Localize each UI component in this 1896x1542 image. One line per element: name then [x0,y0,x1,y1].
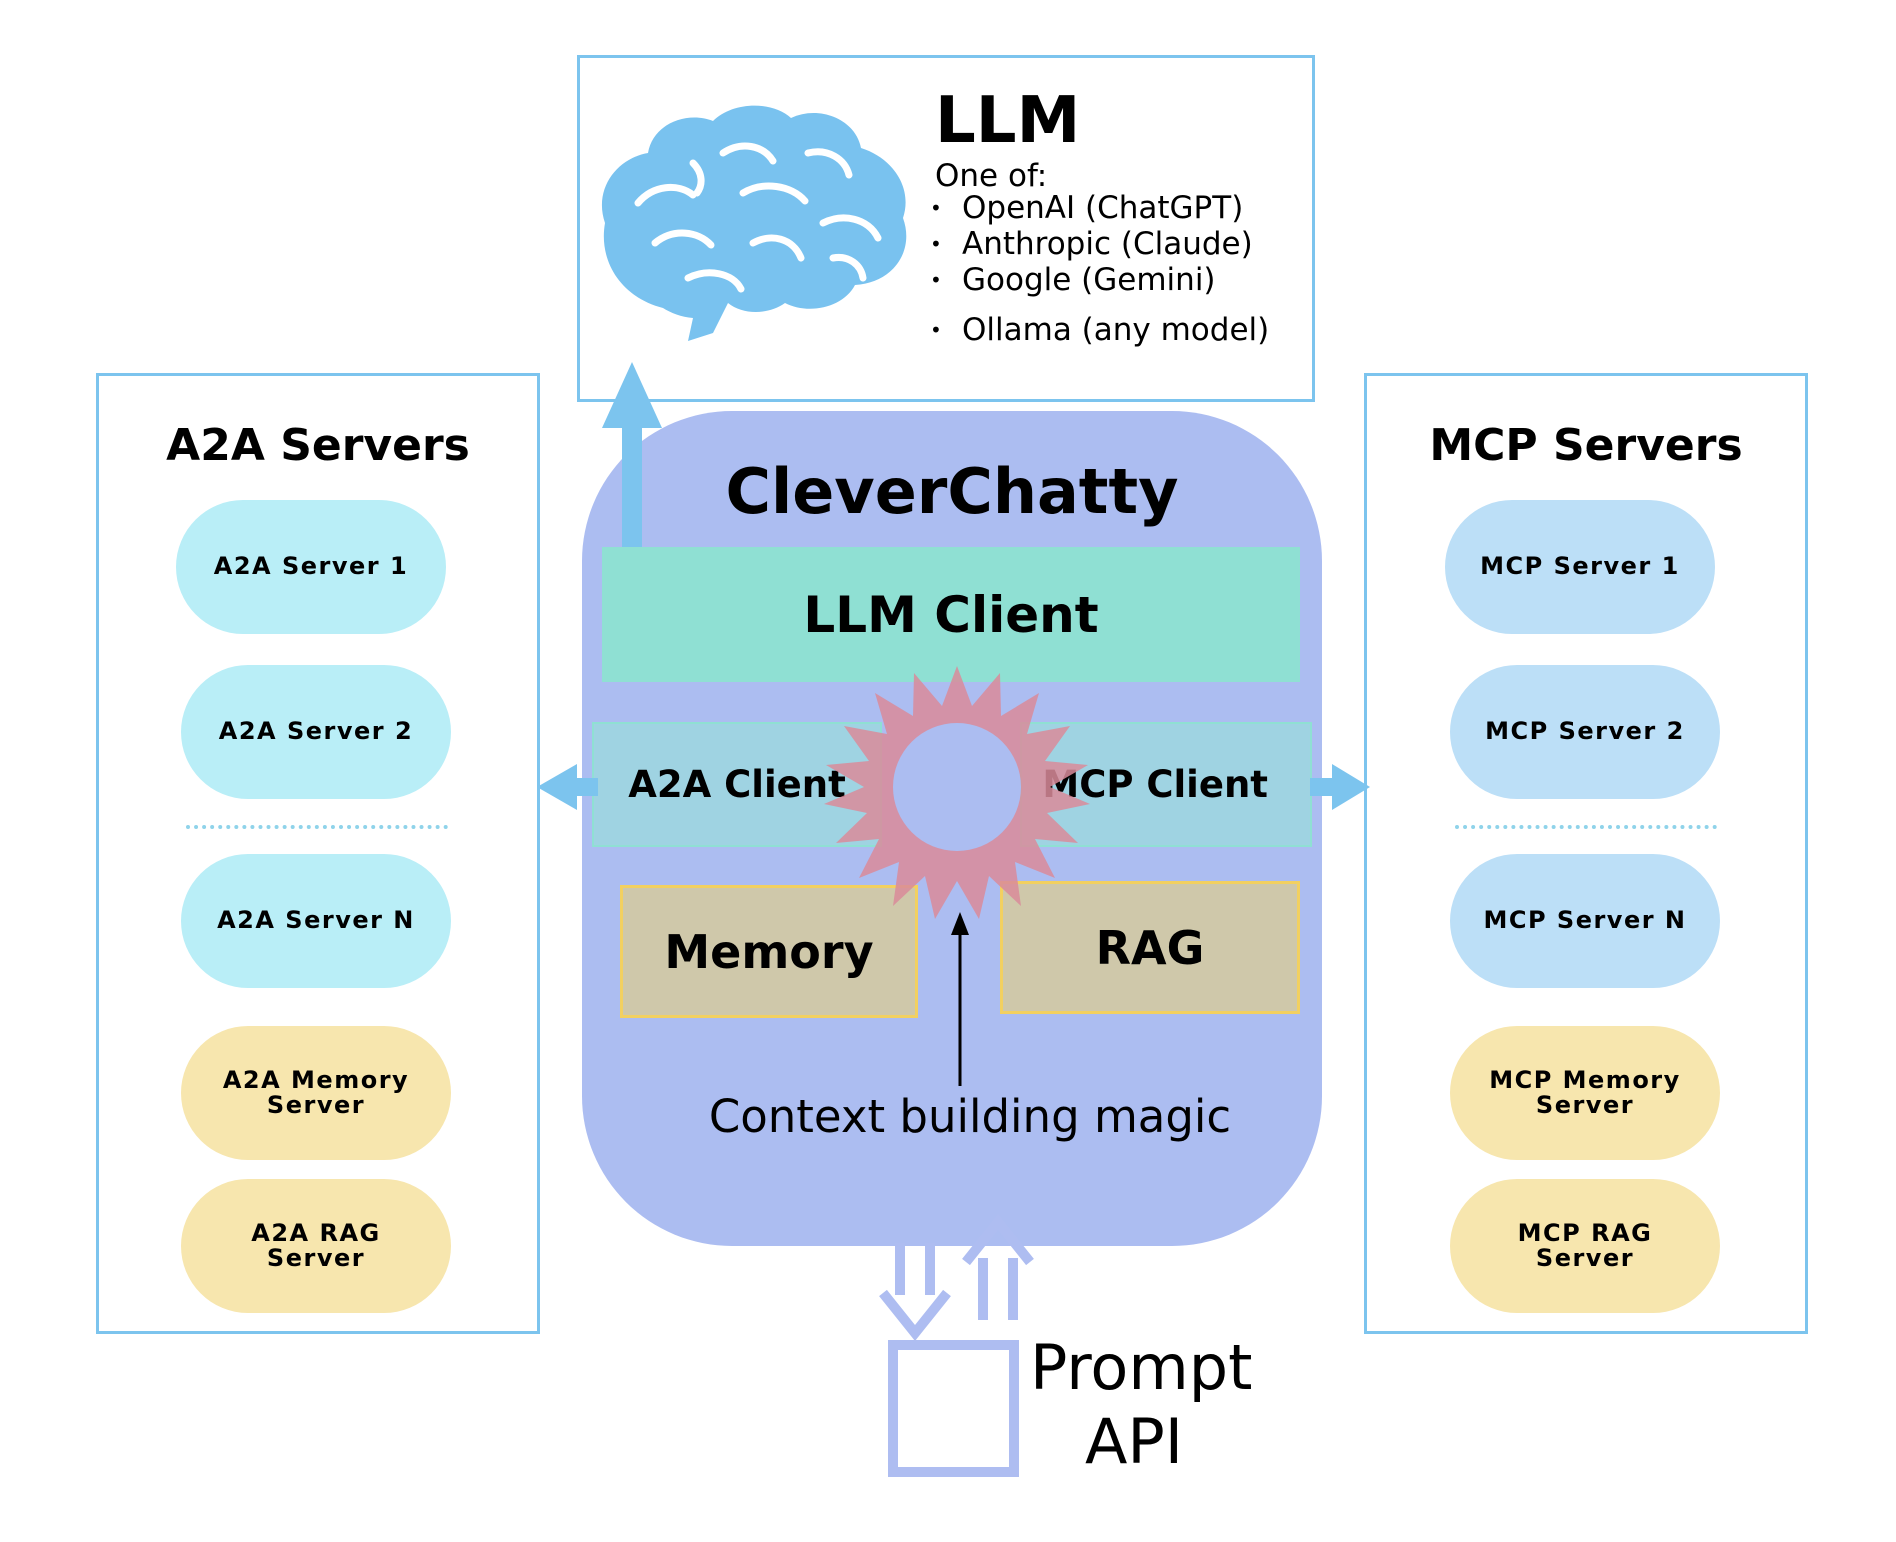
mcp-server-item[interactable]: MCP Server 1 [1445,500,1715,634]
a2a-server-item[interactable]: A2A Server 2 [181,665,451,799]
a2a-servers-title: A2A Servers [166,420,470,471]
a2a-memory-server[interactable]: A2A Memory Server [181,1026,451,1160]
a2a-client-box[interactable]: A2A Client [592,722,882,847]
llm-subtitle: One of: [935,158,1048,194]
a2a-server-item[interactable]: A2A Server N [181,854,451,988]
api-down-arrow [879,1243,951,1342]
context-magic-label: Context building magic [708,1090,1232,1143]
mcp-server-item[interactable]: MCP Server 2 [1450,665,1720,799]
prompt-api-box [888,1340,1019,1477]
prompt-api-label-line2: API [1085,1405,1184,1478]
brain-icon [601,105,907,341]
a2a-rag-server[interactable]: A2A RAG Server [181,1179,451,1313]
llm-arrow-shaft [622,420,642,547]
llm-option: OpenAI (ChatGPT) [930,190,1269,226]
rag-box[interactable]: RAG [1000,881,1300,1014]
llm-arrow-head [602,362,662,428]
mcp-client-box[interactable]: MCP Client [1020,722,1312,847]
mcp-servers-title: MCP Servers [1429,420,1743,471]
prompt-api-label-line1: Prompt [1030,1331,1253,1404]
llm-title: LLM [935,84,1081,158]
llm-option: Anthropic (Claude) [930,226,1269,262]
llm-option: Ollama (any model) [930,312,1269,348]
mcp-server-item[interactable]: MCP Server N [1450,854,1720,988]
api-up-arrow [962,1213,1034,1320]
llm-client-box[interactable]: LLM Client [602,547,1300,682]
memory-box[interactable]: Memory [620,885,918,1018]
llm-options-list: OpenAI (ChatGPT) Anthropic (Claude) Goog… [930,190,1269,348]
mcp-rag-server[interactable]: MCP RAG Server [1450,1179,1720,1313]
a2a-arrow-shaft [572,778,598,796]
llm-option: Google (Gemini) [930,262,1269,298]
a2a-server-item[interactable]: A2A Server 1 [176,500,446,634]
mcp-arrow-head [1332,764,1370,810]
a2a-arrow-head [537,764,577,810]
context-magic-core [893,723,1021,851]
core-title: CleverChatty [725,455,1179,528]
a2a-ellipsis-divider [186,825,448,829]
mcp-memory-server[interactable]: MCP Memory Server [1450,1026,1720,1160]
mcp-ellipsis-divider [1455,825,1717,829]
magic-arrow-head [951,912,969,935]
